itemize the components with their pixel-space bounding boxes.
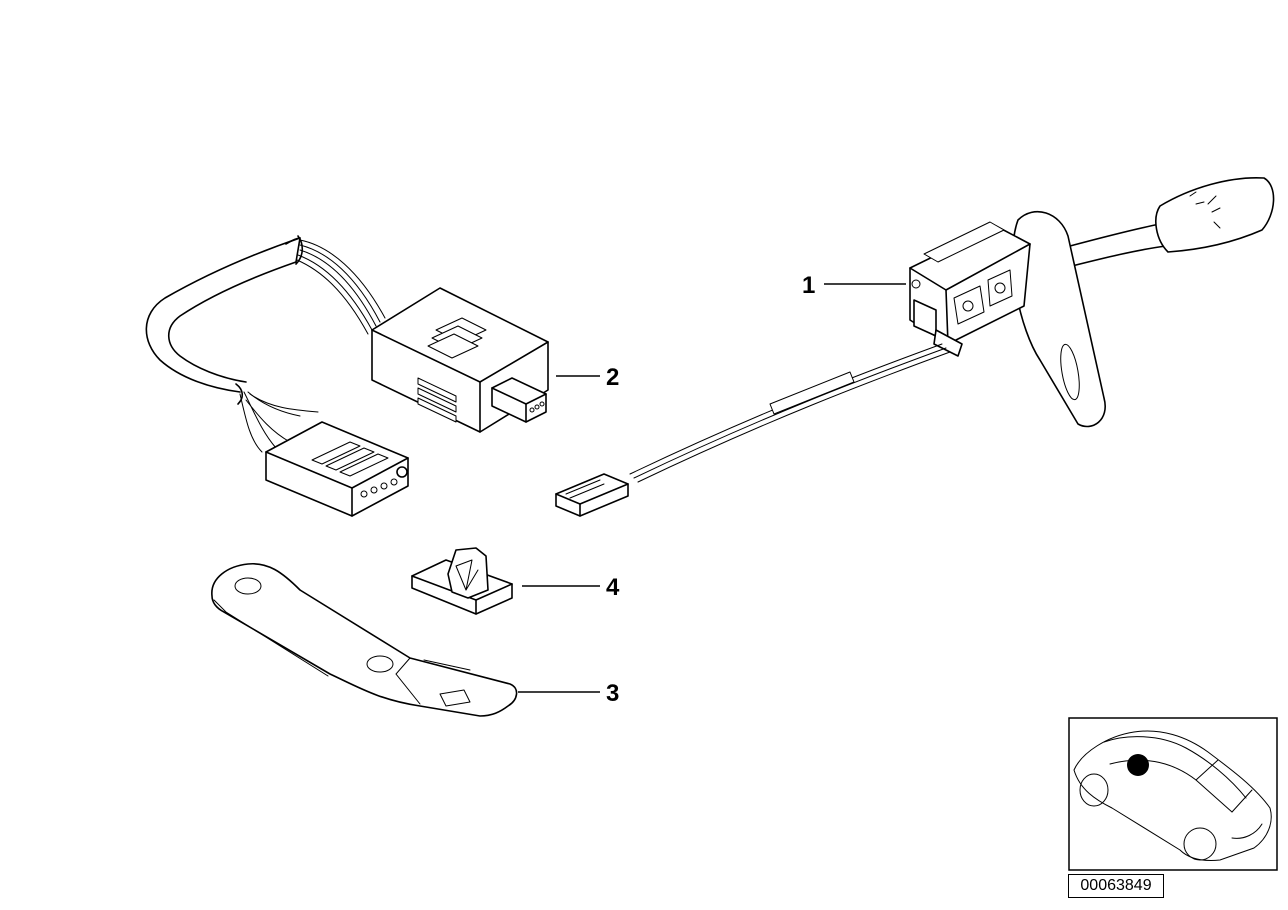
part-switch-lever[interactable] <box>555 176 1275 517</box>
callout-number: 2 <box>606 364 619 391</box>
part-clip[interactable] <box>411 547 513 615</box>
vehicle-locator-inset <box>1068 717 1278 871</box>
callout-3: 3 <box>518 680 619 707</box>
callout-2: 2 <box>556 364 619 391</box>
diagram-id-label: 00063849 <box>1068 874 1164 898</box>
callout-number: 4 <box>606 574 620 601</box>
part-bracket[interactable] <box>211 563 518 717</box>
callout-number: 1 <box>802 272 815 299</box>
part-control-module-harness[interactable] <box>145 235 549 517</box>
callout-number: 3 <box>606 680 619 707</box>
callout-4: 4 <box>522 574 620 601</box>
location-marker-icon <box>1127 754 1149 776</box>
callout-1: 1 <box>802 272 906 299</box>
